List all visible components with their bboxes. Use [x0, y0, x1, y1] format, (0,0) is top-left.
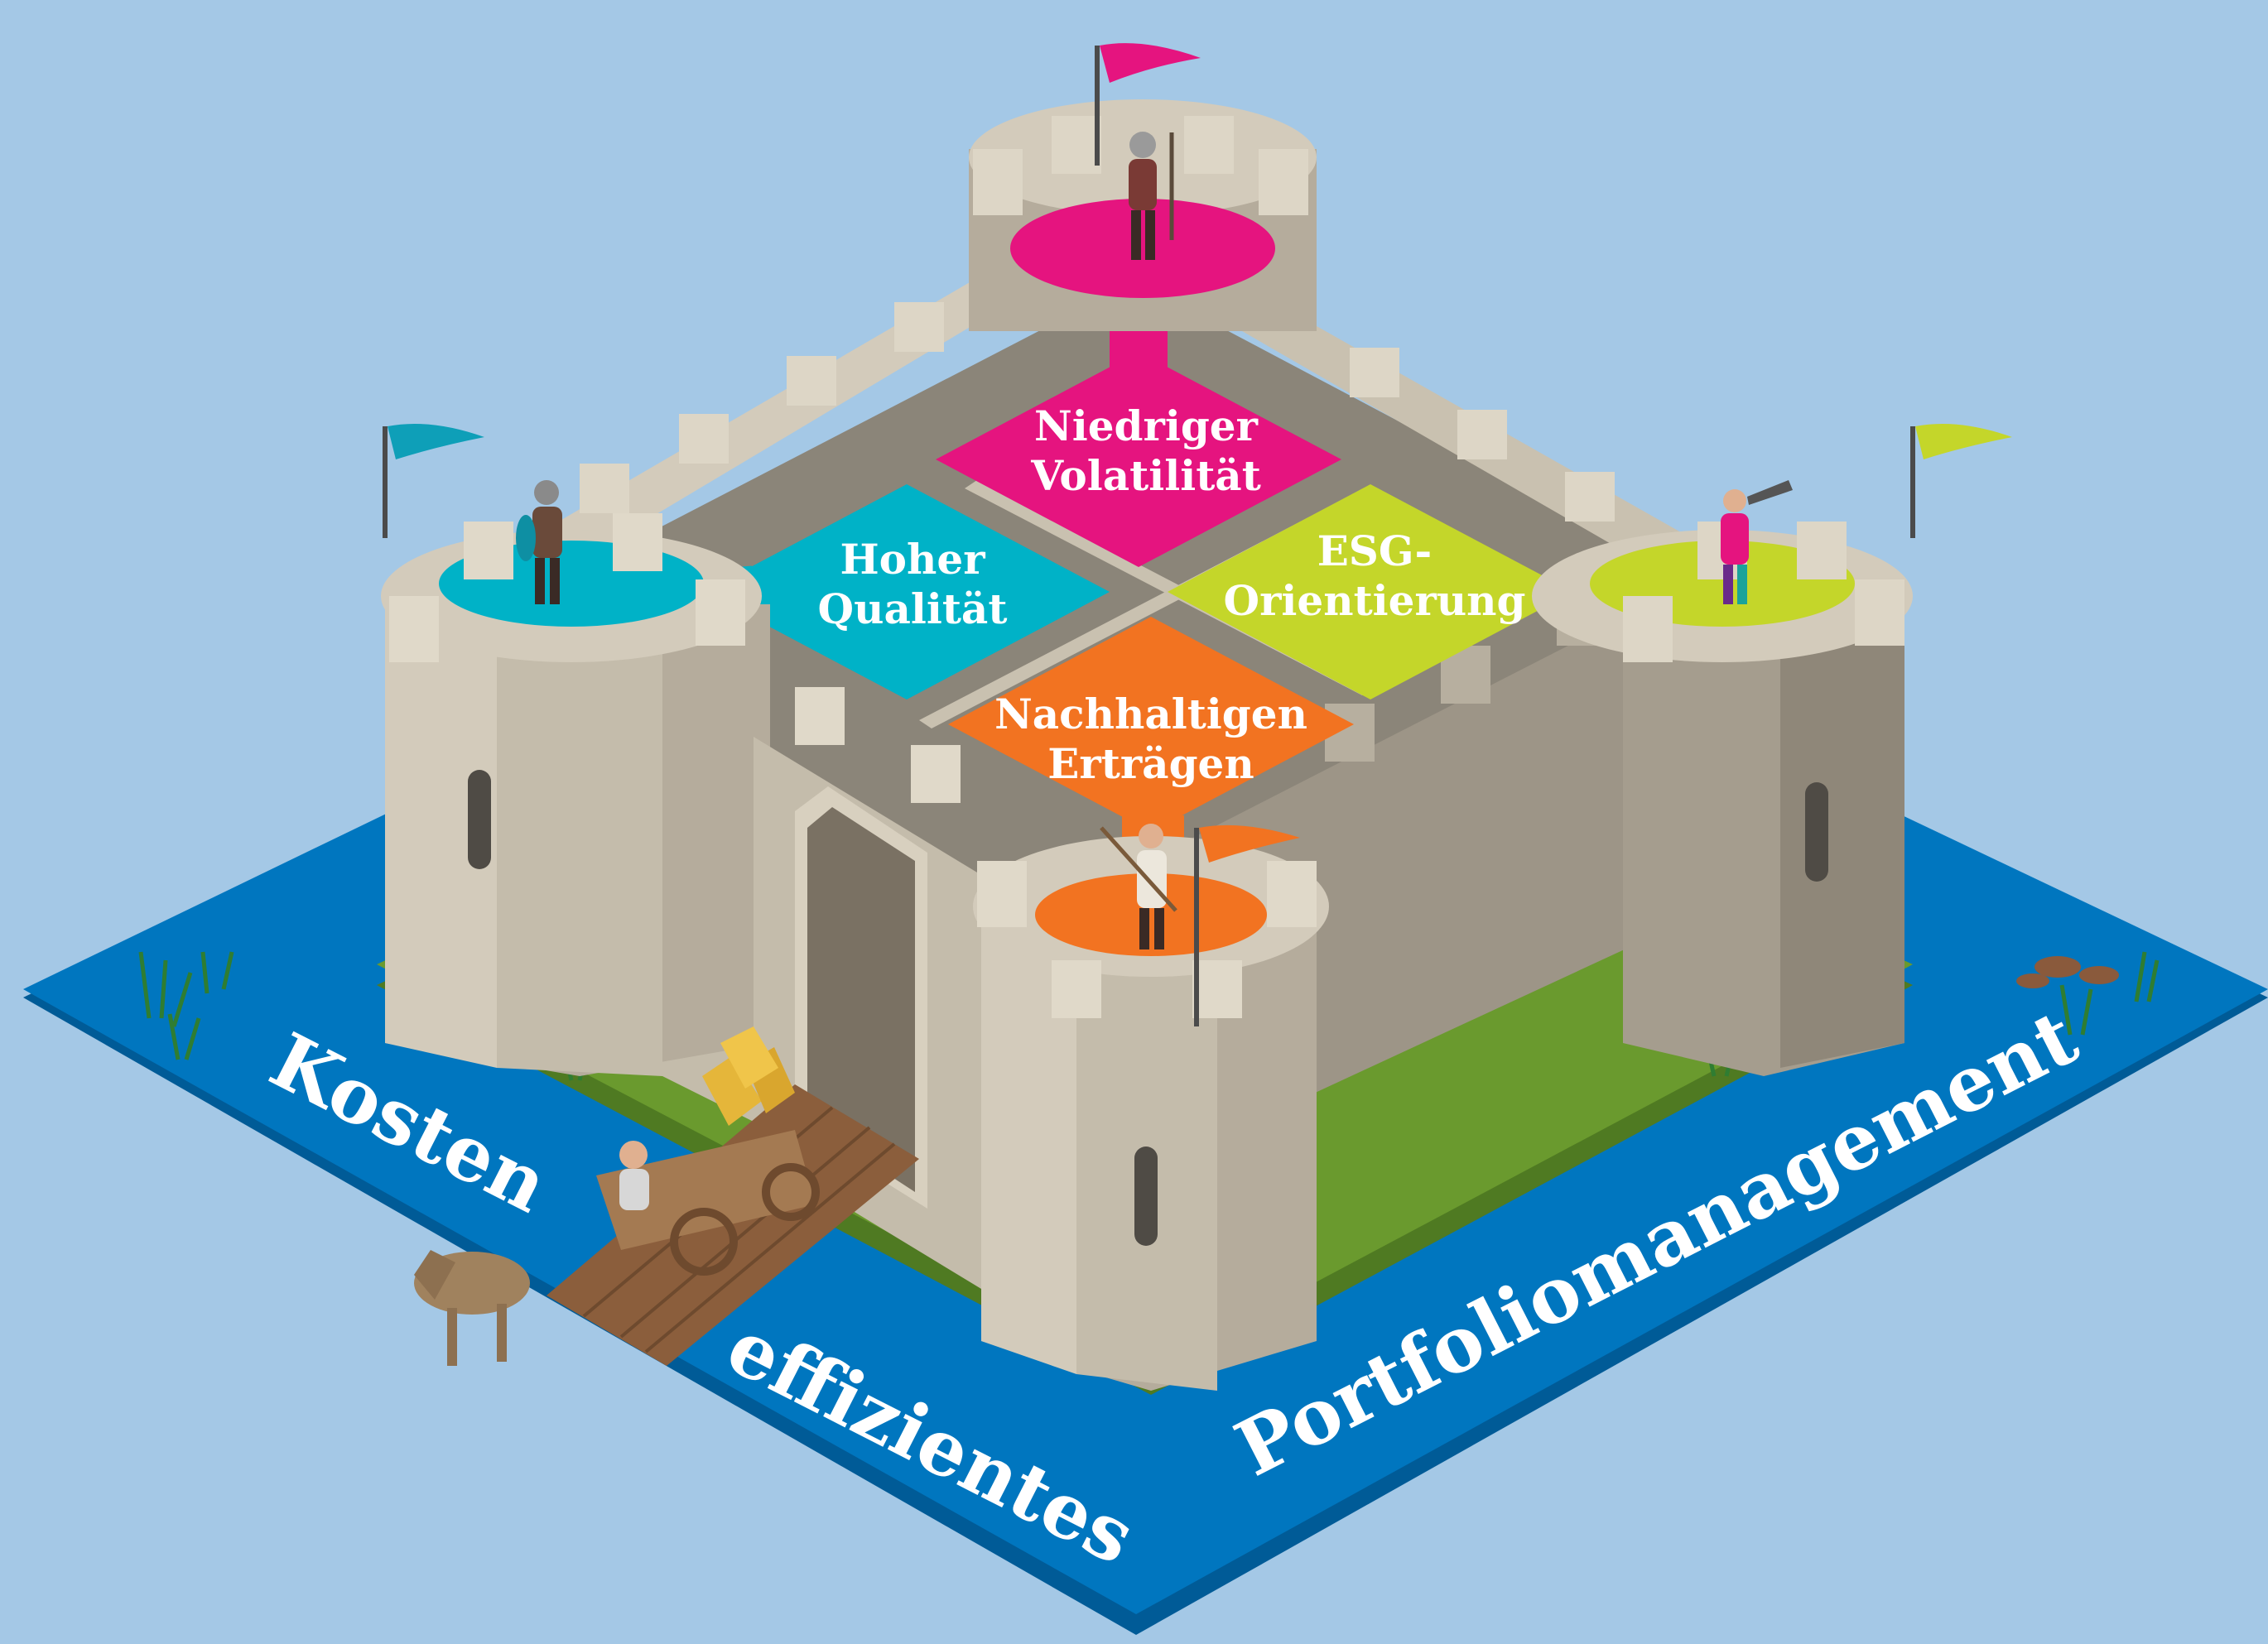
- archer-icon: [516, 480, 562, 604]
- pillar-right-label: ESG- Orientierung: [1224, 526, 1526, 625]
- pillar-top-line1: Niedriger: [1034, 401, 1259, 450]
- pillar-bottom-diamond: [948, 617, 1354, 832]
- pillar-right-line2: Orientierung: [1224, 576, 1526, 625]
- knight-icon: [1129, 132, 1174, 260]
- pillar-top-diamond: [936, 352, 1341, 567]
- left-tower: [381, 513, 770, 1076]
- pillar-top-line2: Volatilität: [1030, 451, 1261, 500]
- pillar-top-label: Niedriger Volatilität: [1030, 401, 1261, 500]
- pillar-right-diamond: [1168, 484, 1573, 699]
- front-tower: [973, 836, 1329, 1391]
- pillar-left-label: Hoher Qualität: [818, 535, 1008, 633]
- pillar-bottom-label: Nachhaltigen Erträgen: [994, 690, 1307, 788]
- wheat-bundle-icon: [702, 1026, 795, 1126]
- pillar-left-line1: Hoher: [840, 535, 985, 584]
- pillar-bottom-line1: Nachhaltigen: [994, 690, 1307, 738]
- pillar-left-line2: Qualität: [818, 584, 1008, 633]
- pillar-right-line1: ESG-: [1317, 526, 1433, 575]
- peasant-pitchfork-icon: [1100, 824, 1177, 949]
- rock-icon: [2016, 956, 2119, 988]
- right-tower: [1532, 522, 1913, 1076]
- jester-trumpeter-icon: [1721, 480, 1793, 604]
- pillar-left-diamond: [704, 484, 1110, 699]
- horse-cart-icon: [414, 1130, 820, 1366]
- flag-icon: [383, 43, 2012, 1026]
- pillar-bottom-line2: Erträgen: [1047, 739, 1254, 788]
